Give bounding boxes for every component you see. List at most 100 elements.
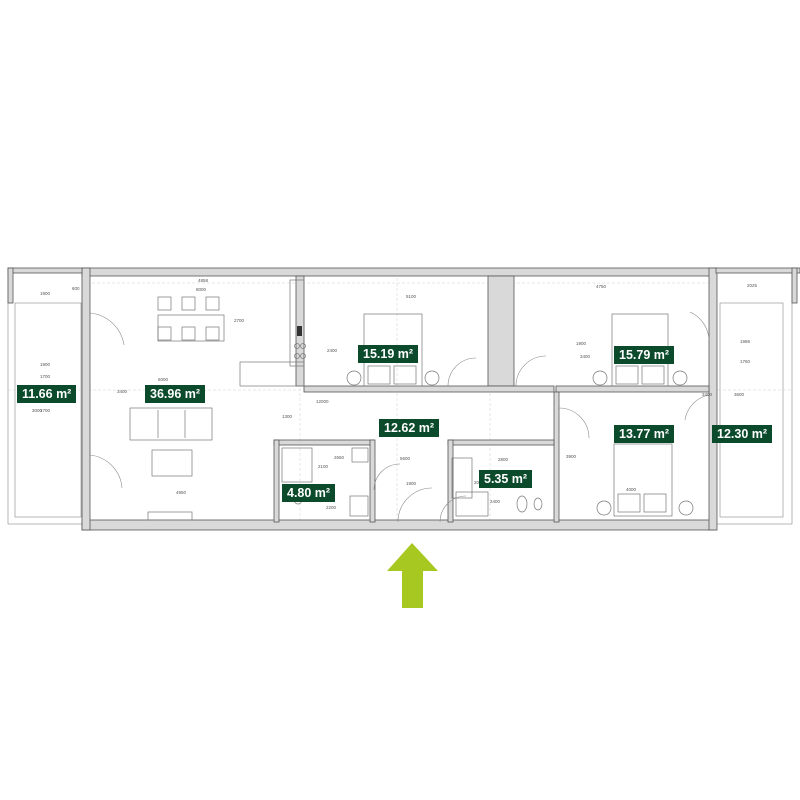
coffee-table xyxy=(151,449,193,477)
nightstand-lamp xyxy=(592,370,608,386)
entrance-door-swing xyxy=(397,487,433,523)
dining-chair xyxy=(205,326,220,341)
shower-1 xyxy=(281,447,313,483)
dimension-label: 2400 xyxy=(327,348,338,353)
wall-top xyxy=(81,267,717,277)
terrace-left-floor xyxy=(14,302,82,518)
wall-bedroom2-bedroom3 xyxy=(555,385,710,393)
hob-burner xyxy=(300,353,306,359)
entrance-arrow-icon xyxy=(387,543,438,608)
dimension-label: 2025 xyxy=(747,283,758,288)
area-label-bedroom-3: 13.77 m² xyxy=(614,425,675,443)
bed-1-pillow xyxy=(393,365,417,385)
dimension-label: 8000 xyxy=(196,287,207,292)
door-swing xyxy=(515,355,547,387)
dining-chair xyxy=(205,296,220,311)
shower-2 xyxy=(455,491,489,517)
wall-left xyxy=(81,267,91,531)
area-label-bathroom-1: 4.80 m² xyxy=(282,484,336,502)
wall-bottom xyxy=(81,519,717,531)
hob-burner xyxy=(294,353,300,359)
dimension-label: 6000 xyxy=(158,377,169,382)
hob-burner xyxy=(300,343,306,349)
nightstand-lamp xyxy=(346,370,362,386)
door-swing xyxy=(373,463,401,491)
area-label-hallway: 12.62 m² xyxy=(379,419,440,437)
dimension-label: 4000 xyxy=(626,487,637,492)
wall-right xyxy=(708,267,718,531)
dimension-label: 5600 xyxy=(400,456,411,461)
wall-terrace-edge-left xyxy=(7,267,14,304)
wall-bedroom1-bedroom2 xyxy=(487,275,515,387)
door-swing xyxy=(558,407,590,439)
nightstand-lamp xyxy=(678,500,694,516)
washbasin-1 xyxy=(351,447,369,463)
dining-chair xyxy=(181,326,196,341)
bed-2-pillow xyxy=(615,365,639,385)
area-label-bedroom-1: 15.19 m² xyxy=(358,345,419,363)
door-swing xyxy=(447,357,477,387)
area-label-terrace-right: 12.30 m² xyxy=(712,425,773,443)
area-label-terrace-left: 11.66 m² xyxy=(17,385,77,403)
dimension-label: 2650 xyxy=(334,455,345,460)
door-swing xyxy=(89,454,123,489)
dimension-label: 4950 xyxy=(176,490,187,495)
bed-3 xyxy=(613,443,673,517)
nightstand-lamp xyxy=(672,370,688,386)
dimension-label: 3000 xyxy=(32,408,43,413)
dimension-label: 1300 xyxy=(282,414,293,419)
dimension-label: 2700 xyxy=(234,318,245,323)
area-label-bathroom-2: 5.35 m² xyxy=(479,470,533,488)
bed-1-pillow xyxy=(367,365,391,385)
dimension-label: 1700 xyxy=(40,374,51,379)
dimension-label: 4750 xyxy=(596,284,607,289)
hob-burner xyxy=(294,343,300,349)
dimension-label: 3400 xyxy=(580,354,591,359)
bathtub xyxy=(451,457,473,499)
dimension-label: 12000 xyxy=(316,399,329,404)
wall-bath1-side xyxy=(273,439,280,523)
terrace-right-slab xyxy=(715,271,793,525)
dimension-label: 3600 xyxy=(734,392,745,397)
nightstand-lamp xyxy=(424,370,440,386)
sofa xyxy=(129,407,213,441)
nightstand-lamp xyxy=(596,500,612,516)
dimension-label: 2400 xyxy=(490,499,501,504)
wall-bedrooms-hall xyxy=(303,385,555,393)
washing-machine xyxy=(349,495,369,517)
dining-chair xyxy=(157,296,172,311)
door-swing xyxy=(439,495,467,523)
tv-unit xyxy=(147,511,193,521)
dimension-label: 600 xyxy=(72,286,80,291)
dining-chair xyxy=(157,326,172,341)
dimension-label: 3900 xyxy=(566,454,577,459)
door-swing xyxy=(89,312,125,346)
wall-terrace-edge-right xyxy=(791,267,798,304)
door-swing xyxy=(684,394,710,421)
door-swing xyxy=(689,311,710,341)
wall-bedroom3-left xyxy=(553,391,560,523)
wall-terrace-top-right xyxy=(715,267,800,274)
dimension-label: 3400 xyxy=(117,389,128,394)
dimension-label: 2100 xyxy=(318,464,329,469)
dimension-label: 2800 xyxy=(498,457,509,462)
dimension-label: 1700 xyxy=(40,408,51,413)
toilet-3 xyxy=(533,497,543,511)
fridge-icon xyxy=(297,326,302,336)
dimension-label: 2200 xyxy=(326,505,337,510)
dimension-label: 1900 xyxy=(40,362,51,367)
toilet-2 xyxy=(516,495,528,513)
dimension-label: 1900 xyxy=(576,341,587,346)
kitchen-counter xyxy=(289,279,305,367)
wall-bath2 xyxy=(447,439,555,446)
bed-3-pillow xyxy=(643,493,667,513)
dimension-labels: 4858 1900 600 8000 2700 2400 5100 4750 2… xyxy=(32,278,758,510)
wall-bath2-side xyxy=(447,439,454,523)
dimension-label: 5100 xyxy=(406,294,417,299)
wall-bath1 xyxy=(273,439,375,446)
dimension-label: 4858 xyxy=(198,278,209,283)
bed-2-pillow xyxy=(641,365,665,385)
dimension-label: 1760 xyxy=(740,359,751,364)
dining-chair xyxy=(181,296,196,311)
